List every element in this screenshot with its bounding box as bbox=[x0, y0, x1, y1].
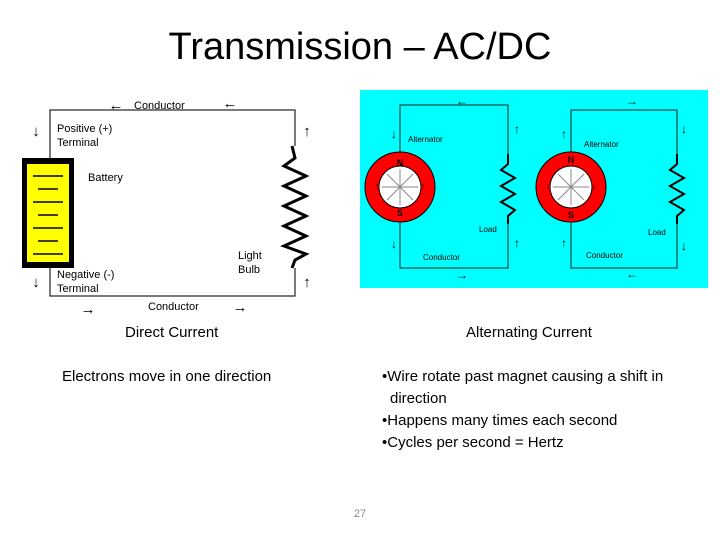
south-pole-label: S bbox=[568, 210, 574, 220]
conductor-label: Conductor bbox=[423, 253, 460, 262]
field-arrow-icon: ↑ bbox=[375, 181, 380, 191]
resistor-gap bbox=[290, 146, 300, 268]
conductor-top-label: Conductor bbox=[134, 100, 185, 112]
positive-terminal-label: Terminal bbox=[57, 137, 99, 149]
arrow-right-icon: → bbox=[626, 94, 638, 108]
arrow-left-icon: ← bbox=[109, 97, 124, 114]
arrow-up-icon: ↑ bbox=[514, 236, 520, 250]
dc-caption: Direct Current bbox=[125, 324, 219, 341]
north-pole-label: N bbox=[397, 158, 404, 168]
battery-label: Battery bbox=[88, 172, 123, 184]
field-arrow-icon: ↓ bbox=[592, 181, 597, 191]
field-arrow-icon: ↓ bbox=[546, 181, 551, 191]
load-resistor-icon bbox=[498, 154, 518, 224]
battery-cell bbox=[27, 164, 69, 262]
load-label: Load bbox=[479, 225, 497, 234]
arrow-up-icon: ↑ bbox=[561, 236, 567, 250]
arrow-down-icon: ↓ bbox=[681, 122, 687, 136]
field-arrow-icon: ↑ bbox=[421, 181, 426, 191]
bullet-item: Happens many times each second bbox=[382, 410, 712, 432]
positive-terminal-label: Positive (+) bbox=[57, 123, 112, 135]
light-bulb-label: Bulb bbox=[238, 264, 260, 276]
load-resistor-icon bbox=[667, 154, 687, 224]
ac-caption: Alternating Current bbox=[466, 324, 592, 341]
alternator-label: Alternator bbox=[584, 140, 619, 149]
south-pole-label: S bbox=[397, 208, 403, 218]
light-bulb-icon bbox=[280, 145, 310, 269]
dc-circuit-diagram: ← ← ↓ ↓ ↑ ↑ → → Conductor Conductor Posi… bbox=[22, 95, 311, 318]
negative-terminal-label: Negative (-) bbox=[57, 269, 114, 281]
arrow-up-icon: ↑ bbox=[303, 274, 311, 291]
ac-bullet-list: Wire rotate past magnet causing a shift … bbox=[382, 366, 712, 454]
north-pole-label: N bbox=[568, 155, 575, 165]
conductor-bottom-label: Conductor bbox=[148, 301, 199, 313]
arrow-down-icon: ↓ bbox=[391, 127, 397, 141]
light-bulb-label: Light bbox=[238, 250, 262, 262]
arrow-down-icon: ↓ bbox=[32, 274, 40, 291]
arrow-up-icon: ↑ bbox=[514, 122, 520, 136]
arrow-left-icon: ← bbox=[456, 94, 468, 108]
arrow-left-icon: ← bbox=[626, 267, 638, 281]
arrow-down-icon: ↓ bbox=[32, 123, 40, 140]
arrow-down-icon: ↓ bbox=[681, 239, 687, 253]
load-label: Load bbox=[648, 228, 666, 237]
alternator-label: Alternator bbox=[408, 135, 443, 144]
ac-circuit-left: N S Alternator Load Conductor ← ↓ ↑ ↓ ↑ … bbox=[364, 94, 520, 282]
arrow-up-icon: ↑ bbox=[561, 127, 567, 141]
bullet-item: Wire rotate past magnet causing a shift … bbox=[382, 366, 712, 410]
slide-number: 27 bbox=[353, 508, 367, 520]
arrow-down-icon: ↓ bbox=[391, 237, 397, 251]
arrow-right-icon: → bbox=[456, 268, 468, 282]
bullet-item: Cycles per second = Hertz bbox=[382, 432, 712, 454]
dc-description: Electrons move in one direction bbox=[62, 368, 272, 385]
ac-alternator-diagram: N S Alternator Load Conductor ← ↓ ↑ ↓ ↑ … bbox=[360, 90, 708, 288]
arrow-right-icon: → bbox=[233, 299, 248, 316]
conductor-label: Conductor bbox=[586, 251, 623, 260]
slide-title: Transmission – AC/DC bbox=[168, 26, 552, 68]
arrow-up-icon: ↑ bbox=[303, 123, 311, 140]
arrow-right-icon: → bbox=[81, 301, 96, 318]
arrow-left-icon: ← bbox=[223, 95, 238, 112]
ac-circuit-right: N S Alternator Load Conductor → ↑ ↓ ↑ ↓ … bbox=[535, 94, 687, 281]
negative-terminal-label: Terminal bbox=[57, 283, 99, 295]
